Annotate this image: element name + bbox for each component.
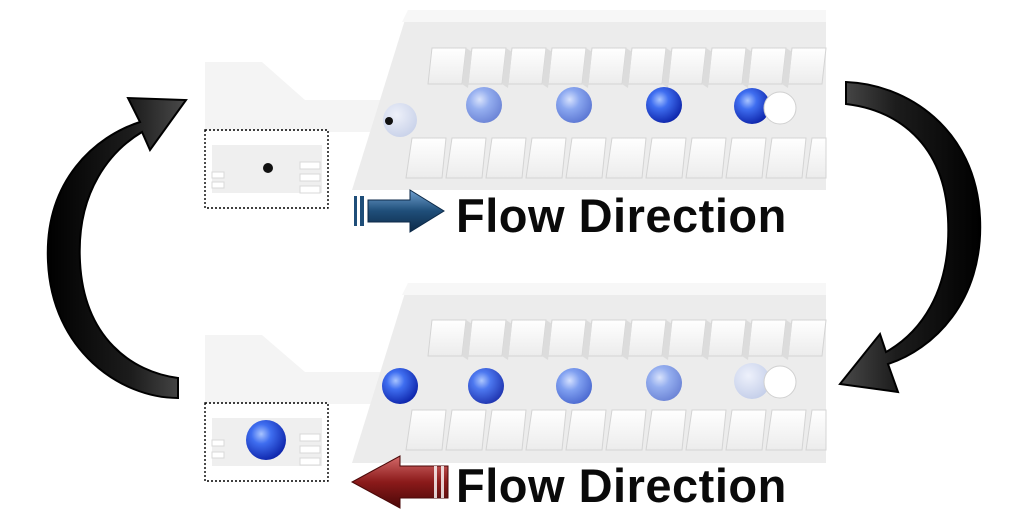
droplet xyxy=(646,87,682,123)
droplet xyxy=(734,363,770,399)
post-row-lower xyxy=(405,137,827,179)
droplets-reverse xyxy=(382,363,797,404)
post-row-upper xyxy=(427,319,827,360)
flow-direction-label-reverse: Flow Direction xyxy=(456,459,787,512)
post-row-upper xyxy=(427,47,827,88)
trap-post xyxy=(763,91,797,125)
trap-post xyxy=(763,365,797,399)
panel-forward xyxy=(204,10,827,233)
droplet xyxy=(556,87,592,123)
droplets-forward xyxy=(383,87,797,137)
flow-direction-label-forward: Flow Direction xyxy=(456,189,787,242)
droplet xyxy=(466,87,502,123)
inset-forward xyxy=(204,129,329,209)
droplet xyxy=(382,368,418,404)
inset-reverse xyxy=(204,402,329,482)
flow-arrow-left xyxy=(350,455,449,509)
curved-arrow-down-icon xyxy=(838,80,982,394)
panel-reverse xyxy=(204,283,827,509)
trapped-droplet-inset xyxy=(246,420,286,460)
post-row-lower xyxy=(405,409,827,451)
droplet xyxy=(734,88,770,124)
droplet xyxy=(468,368,504,404)
small-particle-inset xyxy=(263,163,273,173)
curved-arrow-up-icon xyxy=(46,96,188,400)
flow-arrow-right xyxy=(354,189,445,233)
small-particle xyxy=(385,117,393,125)
droplet xyxy=(383,103,417,137)
droplet xyxy=(646,365,682,401)
droplet xyxy=(556,368,592,404)
